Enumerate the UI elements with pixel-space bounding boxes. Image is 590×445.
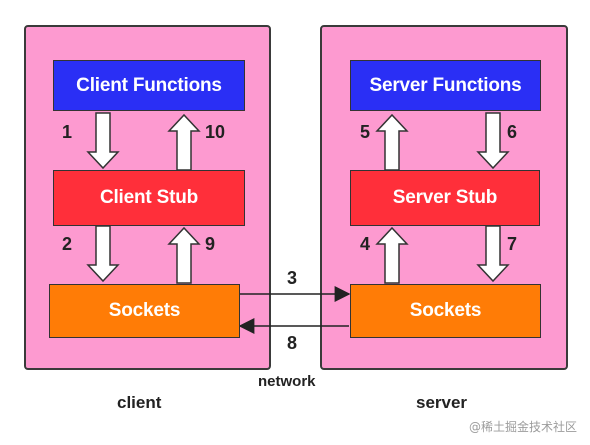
step-number-2: 2 bbox=[62, 234, 73, 254]
client-stub-box: Client Stub bbox=[53, 170, 245, 226]
server-caption: server bbox=[416, 393, 468, 412]
server-stub-label: Server Stub bbox=[392, 187, 498, 208]
arrow-step-9 bbox=[167, 226, 201, 284]
step-number-6: 6 bbox=[507, 122, 518, 142]
arrow-step-6 bbox=[476, 112, 510, 170]
client-functions-label: Client Functions bbox=[76, 74, 222, 96]
arrow-step-1 bbox=[86, 112, 120, 170]
server-sockets-label: Sockets bbox=[409, 300, 482, 321]
step-number-4: 4 bbox=[360, 234, 371, 254]
step-number-7: 7 bbox=[507, 234, 518, 254]
server-stub-box: Server Stub bbox=[350, 170, 540, 226]
client-functions-box: Client Functions bbox=[53, 60, 245, 111]
step-number-3: 3 bbox=[287, 268, 298, 288]
step-number-9: 9 bbox=[205, 234, 216, 254]
step-number-5: 5 bbox=[360, 122, 371, 142]
client-caption: client bbox=[117, 393, 162, 412]
arrow-step-4 bbox=[375, 226, 409, 284]
client-stub-label: Client Stub bbox=[99, 187, 199, 208]
step-number-10: 10 bbox=[205, 122, 226, 142]
step-number-1: 1 bbox=[62, 122, 73, 142]
arrow-step-5 bbox=[375, 113, 409, 171]
client-sockets-box: Sockets bbox=[49, 284, 240, 338]
arrow-step-2 bbox=[86, 225, 120, 283]
watermark: @稀土掘金技术社区 bbox=[469, 420, 578, 434]
network-label: network bbox=[258, 373, 316, 390]
server-functions-box: Server Functions bbox=[350, 60, 541, 111]
server-sockets-box: Sockets bbox=[350, 284, 541, 338]
client-sockets-label: Sockets bbox=[108, 300, 181, 321]
arrow-step-7 bbox=[476, 225, 510, 283]
step-number-8: 8 bbox=[287, 333, 298, 353]
arrow-step-10 bbox=[167, 113, 201, 171]
server-functions-label: Server Functions bbox=[369, 74, 522, 96]
